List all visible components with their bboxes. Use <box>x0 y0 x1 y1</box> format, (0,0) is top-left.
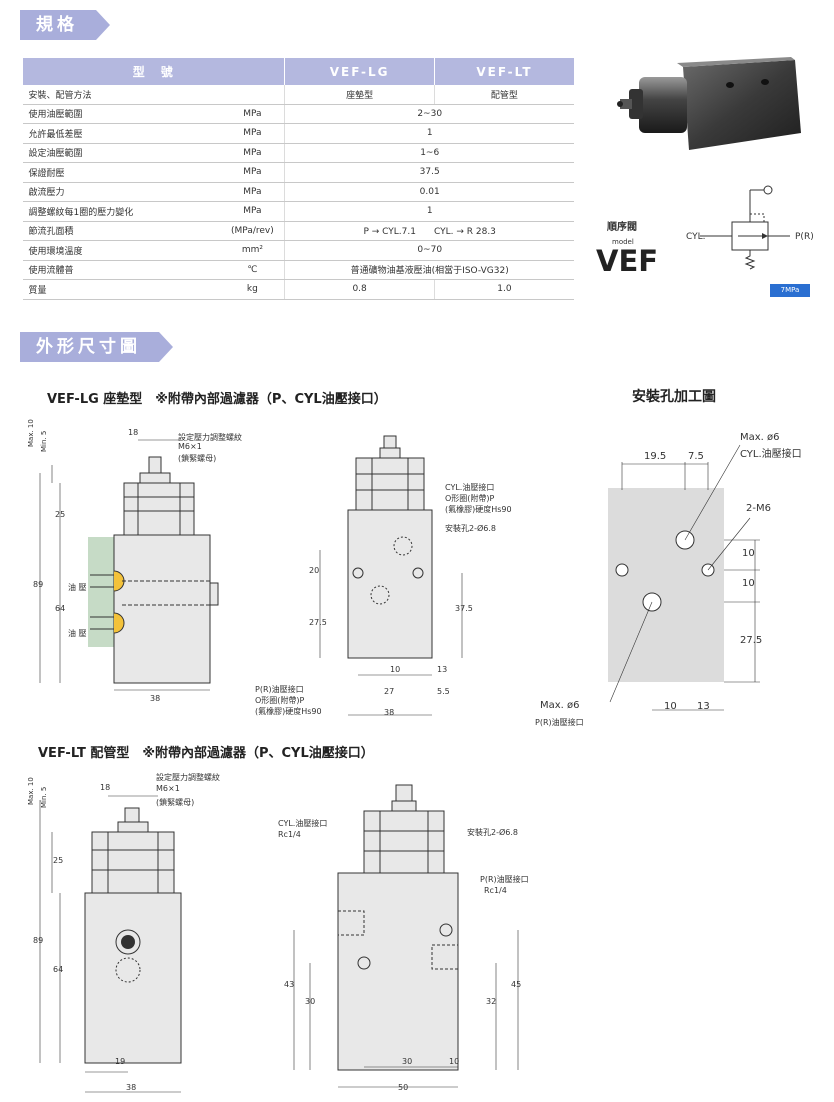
symbol-cyl: CYL. <box>686 232 706 242</box>
model-label: model <box>612 238 634 246</box>
lt-dim-30b: 30 <box>402 1057 413 1066</box>
lt-hole-note: 安裝孔2-Ø6.8 <box>467 828 518 837</box>
mount-dim-19-5: 19.5 <box>644 451 667 462</box>
table-row: 節流孔面積(MPa/rev)P → CYL.7.1 CYL. → R 28.3 <box>22 221 574 241</box>
lg-dim-20: 20 <box>309 566 320 575</box>
lg-cyl-note-3: (氟橡膠)硬度Hs90 <box>445 505 512 514</box>
lg-cyl-note-1: CYL.油壓接口 <box>445 483 495 492</box>
lt-adj-note-2: M6×1 <box>156 784 180 793</box>
mount-dim-27-5: 27.5 <box>740 635 763 646</box>
lt-cyl-note-1: CYL.油壓接口 <box>278 819 328 828</box>
mount-dim-13: 13 <box>697 701 710 712</box>
lt-dim-38: 38 <box>126 1083 137 1092</box>
lt-dim-32: 32 <box>486 997 497 1006</box>
lt-dim-19: 19 <box>115 1057 126 1066</box>
lt-cyl-note-2: Rc1/4 <box>278 830 301 839</box>
mount-pr-port: P(R)油壓接口 <box>535 718 584 727</box>
table-row: 安裝、配管方法 座墊型配管型 <box>22 85 574 105</box>
spec-tab: 規格 <box>20 10 110 40</box>
spec-header-lg: VEF-LG <box>284 58 435 85</box>
lg-oil-label-1: 油 壓 <box>68 583 87 592</box>
lg-dim-25: 25 <box>55 510 66 519</box>
lg-dim-64: 64 <box>55 604 66 613</box>
lt-pr-note-2: Rc1/4 <box>484 886 507 895</box>
lg-dim-89: 89 <box>33 580 44 589</box>
lg-dim-5-5: 5.5 <box>437 687 450 696</box>
lt-pr-note-1: P(R)油壓接口 <box>480 875 529 884</box>
lt-dim-45: 45 <box>511 980 522 989</box>
lg-dim-37-5: 37.5 <box>455 604 473 613</box>
mount-dim-10b: 10 <box>742 578 755 589</box>
mount-maxo6: Max. ø6 <box>740 432 780 443</box>
lg-title: VEF-LG 座墊型 ※附帶內部過濾器（P、CYL油壓接口） <box>47 392 387 407</box>
lt-adj-note-3: (鎖緊螺母) <box>156 798 195 807</box>
lt-title: VEF-LT 配管型 ※附帶內部過濾器（P、CYL油壓接口） <box>38 746 374 761</box>
lg-dim-18: 18 <box>128 428 139 437</box>
lg-dim-13: 13 <box>437 665 448 674</box>
mount-m6: 2-M6 <box>746 503 771 514</box>
lt-dim-max: Max. 10 <box>27 777 35 805</box>
mount-title: 安裝孔加工圖 <box>632 389 716 405</box>
lg-adj-note-2: M6×1 <box>178 442 202 451</box>
lg-hole-note: 安裝孔2-Ø6.8 <box>445 524 496 533</box>
lg-front-view <box>319 435 463 716</box>
lg-adj-note-1: 設定壓力調整螺紋 <box>178 433 242 442</box>
lg-pr-note-2: O形圈(附帶)P <box>255 696 305 705</box>
lg-oil-label-2: 油 壓 <box>68 629 87 638</box>
mount-hole-drawing <box>608 444 760 711</box>
lg-pr-note-1: P(R)油壓接口 <box>255 685 304 694</box>
lt-front-view <box>293 784 519 1088</box>
lg-dim-max: Max. 10 <box>27 419 35 447</box>
lt-dim-25: 25 <box>53 856 64 865</box>
lg-dim-10: 10 <box>390 665 401 674</box>
mount-maxo6b: Max. ø6 <box>540 700 580 711</box>
mount-dim-7-5: 7.5 <box>688 451 704 462</box>
lg-dim-min: Min. 5 <box>40 430 48 452</box>
lg-dim-27: 27 <box>384 687 395 696</box>
lt-dim-43: 43 <box>284 980 295 989</box>
lt-dim-18: 18 <box>100 783 111 792</box>
symbol-pr: P(R) <box>795 232 814 242</box>
lt-dim-50: 50 <box>398 1083 409 1092</box>
lg-dim-38: 38 <box>150 694 161 703</box>
lt-side-view <box>39 795 182 1093</box>
model-name: VEF <box>596 244 659 278</box>
lg-adj-note-3: (鎖緊螺母) <box>178 454 217 463</box>
valve-photo <box>617 57 801 150</box>
lt-dim-89: 89 <box>33 936 44 945</box>
lt-dim-10: 10 <box>449 1057 460 1066</box>
spec-header-model: 型 號 <box>21 58 285 85</box>
mount-dim-10a: 10 <box>742 548 755 559</box>
pressure-badge: 7MPa <box>770 284 810 297</box>
mount-cyl-port: CYL.油壓接口 <box>740 449 802 460</box>
outline-tab: 外形尺寸圖 <box>20 332 173 362</box>
hydraulic-symbol <box>700 185 790 270</box>
lg-dim-38b: 38 <box>384 708 395 717</box>
lg-cyl-note-2: O形圈(附帶)P <box>445 494 495 503</box>
lt-dim-30: 30 <box>305 997 316 1006</box>
lt-adj-note-1: 設定壓力調整螺紋 <box>156 773 220 782</box>
lg-pr-note-3: (氟橡膠)硬度Hs90 <box>255 707 322 716</box>
lt-dim-min: Min. 5 <box>40 786 48 808</box>
spec-header-lt: VEF-LT <box>433 58 574 85</box>
lg-side-view <box>39 439 219 691</box>
lg-dim-27-5: 27.5 <box>309 618 327 627</box>
lt-dim-64: 64 <box>53 965 64 974</box>
mount-dim-10c: 10 <box>664 701 677 712</box>
product-name: 順序閥 <box>607 222 637 233</box>
